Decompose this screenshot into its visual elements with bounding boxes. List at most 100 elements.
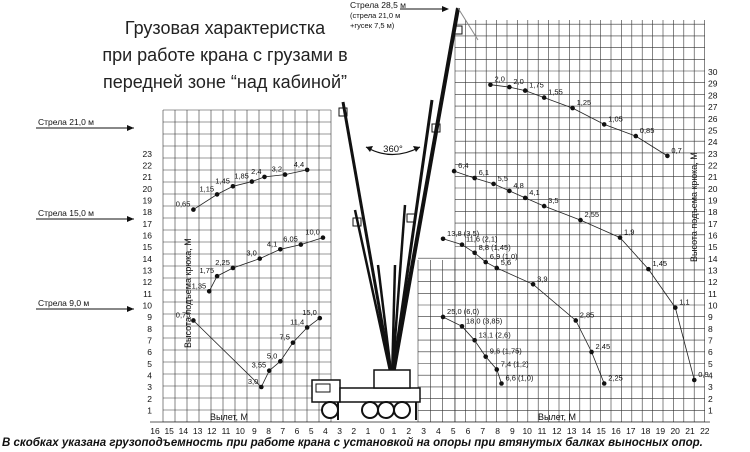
front-point-label: 1,75 bbox=[199, 266, 214, 275]
x-tick-left: 2 bbox=[351, 426, 356, 436]
x-tick-right: 9 bbox=[510, 426, 515, 436]
front-point bbox=[249, 179, 255, 184]
y-tick-left: 3 bbox=[147, 382, 152, 392]
y-tick-right: 9 bbox=[708, 312, 713, 322]
boom-label-285-sub2: +гусек 7,5 м) bbox=[350, 21, 395, 30]
front-point-label: 1,45 bbox=[215, 176, 230, 185]
front-point bbox=[278, 359, 283, 364]
y-tick-right: 6 bbox=[708, 347, 713, 357]
jib bbox=[457, 7, 479, 41]
y-tick-right: 24 bbox=[708, 137, 718, 147]
front-point bbox=[278, 246, 283, 252]
rear-point bbox=[691, 377, 697, 383]
front-point bbox=[191, 318, 196, 323]
y-tick-right: 14 bbox=[708, 254, 718, 264]
x-axis-band bbox=[150, 422, 710, 438]
y-tick-left: 6 bbox=[147, 347, 152, 357]
rear-point bbox=[507, 84, 512, 90]
front-point bbox=[262, 174, 267, 180]
rear-point bbox=[541, 203, 547, 209]
front-point-label: 3,0 bbox=[246, 249, 256, 258]
y-tick-right: 29 bbox=[708, 79, 718, 89]
x-tick-left: 9 bbox=[252, 426, 257, 436]
x-tick-right: 10 bbox=[522, 426, 532, 436]
rear-point-label: 1,9 bbox=[624, 228, 634, 237]
rear-point-label: 1,75 bbox=[529, 81, 544, 90]
rear-point bbox=[491, 181, 496, 187]
rear-point bbox=[589, 349, 594, 355]
rear-point bbox=[459, 242, 465, 247]
front-point bbox=[282, 172, 288, 177]
y-tick-left: 9 bbox=[147, 312, 152, 322]
rear-point-label: 6,4 bbox=[458, 161, 468, 170]
front-point-label: 1,85 bbox=[234, 172, 249, 181]
rear-point-label: 2,45 bbox=[596, 342, 611, 351]
y-tick-right: 3 bbox=[708, 382, 713, 392]
x-axis-label-left: Вылет, М bbox=[210, 412, 248, 422]
rear-series-1: 13,8 (3,5)11,6 (2,1)8,8 (1,45)6,9 (1,0)5… bbox=[440, 229, 623, 386]
rear-point-label: 6,6 (1,0) bbox=[506, 373, 534, 382]
x-tick-left: 10 bbox=[235, 426, 245, 436]
rear-point bbox=[483, 354, 489, 359]
rear-curve bbox=[490, 84, 668, 157]
y-tick-right: 18 bbox=[708, 207, 718, 217]
rear-point bbox=[459, 324, 465, 329]
rear-point bbox=[507, 188, 512, 194]
x-tick-right: 20 bbox=[670, 426, 680, 436]
y-tick-left: 11 bbox=[143, 289, 152, 299]
hook-block bbox=[431, 123, 441, 133]
y-tick-right: 10 bbox=[708, 300, 718, 310]
x-tick-left: 13 bbox=[193, 426, 203, 436]
front-point bbox=[266, 368, 272, 373]
front-point-label: 3,55 bbox=[252, 361, 267, 370]
y-axis-label-left: Высота подъема крюка, М bbox=[183, 238, 193, 348]
x-tick-left: 0 bbox=[380, 426, 385, 436]
hook-block bbox=[406, 213, 416, 223]
rear-point bbox=[522, 88, 528, 93]
rear-point bbox=[494, 367, 500, 372]
footnote: В скобках указана грузоподъемность при р… bbox=[2, 437, 703, 449]
rear-curve bbox=[442, 316, 502, 384]
front-point bbox=[230, 265, 236, 271]
x-tick-left: 1 bbox=[366, 426, 371, 436]
rear-point bbox=[617, 235, 623, 240]
y-tick-left: 18 bbox=[143, 207, 153, 217]
front-point bbox=[191, 207, 196, 212]
y-tick-right: 30 bbox=[708, 67, 718, 77]
x-tick-left: 11 bbox=[222, 426, 231, 436]
y-tick-left: 22 bbox=[143, 160, 153, 170]
front-point-label: 0,75 bbox=[176, 310, 191, 319]
y-axis-label-right: Высота подъема крюка, М bbox=[689, 152, 699, 262]
front-point-label: 4,4 bbox=[294, 160, 304, 169]
x-tick-left: 12 bbox=[207, 426, 217, 436]
title-line-2: при работе крана с грузами в bbox=[102, 45, 348, 65]
rear-point-label: 1,1 bbox=[679, 298, 689, 307]
title-line-3: передней зоне “над кабиной” bbox=[102, 72, 347, 92]
rear-point-label: 9,6 (1,75) bbox=[490, 347, 523, 356]
x-tick-left: 4 bbox=[323, 426, 328, 436]
y-tick-left: 21 bbox=[143, 172, 153, 182]
rear-point-label: 4,1 bbox=[529, 188, 539, 197]
label-arrow-head bbox=[127, 306, 134, 312]
rear-point-label: 0,7 bbox=[671, 146, 681, 155]
hook-block bbox=[338, 107, 348, 117]
rear-point bbox=[472, 338, 477, 343]
truck-frame bbox=[339, 387, 421, 403]
boom-label-285: Стрела 28,5 м bbox=[350, 0, 406, 10]
rear-point-label: 11,6 (2,1) bbox=[466, 235, 498, 244]
rear-point-label: 7,4 (1,2) bbox=[501, 359, 529, 368]
x-tick-right: 2 bbox=[406, 426, 411, 436]
x-tick-right: 16 bbox=[611, 426, 621, 436]
y-tick-right: 8 bbox=[708, 324, 713, 334]
x-tick-left: 15 bbox=[164, 426, 174, 436]
boom-9b bbox=[390, 264, 397, 381]
rear-point-label: 13,1 (2,6) bbox=[479, 330, 512, 339]
x-tick-left: 3 bbox=[337, 426, 342, 436]
rear-point bbox=[440, 236, 446, 242]
rear-point-label: 5,5 bbox=[498, 174, 508, 183]
rear-point-label: 6,9 (1,0) bbox=[490, 252, 518, 261]
front-point bbox=[257, 256, 263, 261]
front-point-label: 2,4 bbox=[251, 167, 261, 176]
y-tick-right: 23 bbox=[708, 149, 718, 159]
y-tick-right: 2 bbox=[708, 394, 713, 404]
